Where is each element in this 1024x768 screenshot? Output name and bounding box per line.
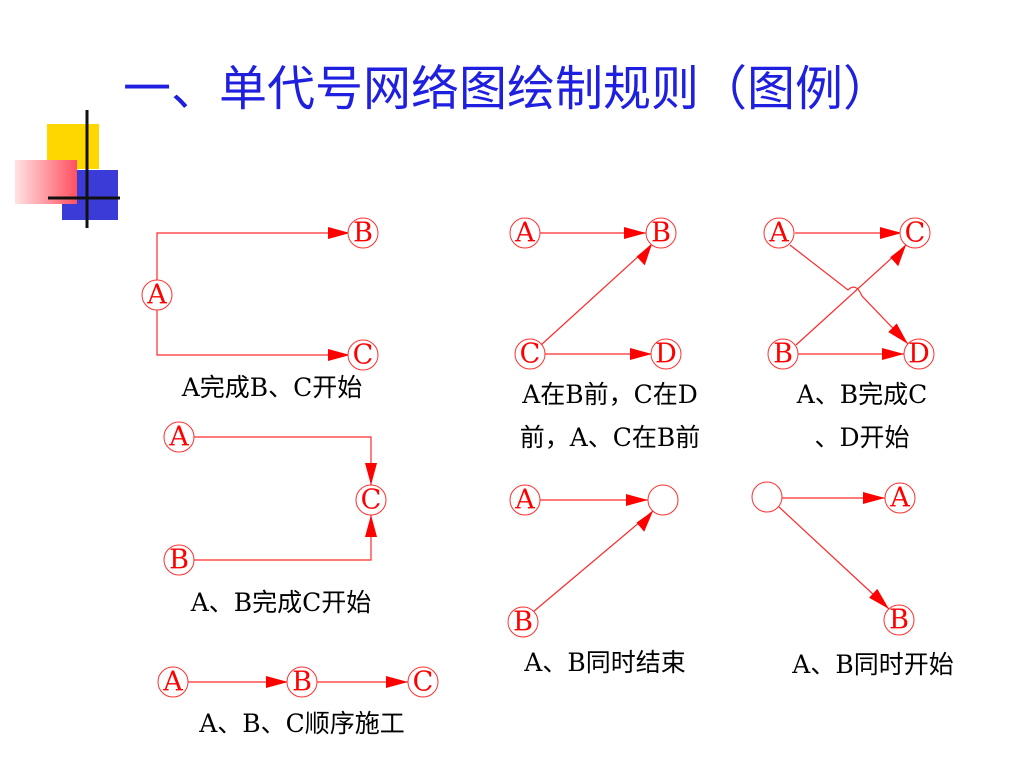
node-b-label: B bbox=[292, 667, 312, 698]
edge-c-to-b bbox=[540, 243, 653, 346]
arrowhead-a-to-c bbox=[880, 227, 902, 239]
diagram-caption-line-2: 、D开始 bbox=[814, 423, 909, 452]
node-b: B bbox=[645, 217, 677, 249]
diagram-caption-line-2: 前，A、C在B前 bbox=[520, 423, 701, 452]
node-b-label: B bbox=[513, 607, 533, 638]
node-b: B bbox=[767, 338, 799, 370]
page-title: 一、单代号网络图绘制规则（图例） bbox=[123, 61, 891, 117]
node-b: B bbox=[286, 666, 318, 698]
node-a-label: A bbox=[889, 483, 910, 514]
diagram-a-c-before-b: A B C D A在B前，C在D 前，A、C在B前 bbox=[509, 217, 701, 452]
node-c: C bbox=[347, 339, 379, 371]
node-c: C bbox=[514, 338, 546, 370]
edge-b-to-end bbox=[532, 510, 654, 613]
edge-start-to-b bbox=[778, 506, 890, 610]
node-c-label: C bbox=[361, 485, 382, 516]
edge-b-to-c bbox=[193, 515, 372, 561]
node-a-label: A bbox=[768, 218, 789, 249]
node-a-label: A bbox=[514, 485, 535, 516]
diagram-a-b-start-together: A B A、B同时开始 bbox=[751, 481, 954, 679]
diagram-caption: A、B、C顺序施工 bbox=[198, 709, 405, 738]
edge-a-to-b bbox=[156, 232, 350, 280]
diagram-a-before-b-c: A B C A完成B、C开始 bbox=[141, 217, 379, 402]
node-b-label: B bbox=[353, 218, 373, 249]
diagram-caption: A完成B、C开始 bbox=[181, 373, 363, 402]
edge-a-to-c bbox=[156, 310, 350, 356]
node-c: C bbox=[407, 666, 439, 698]
node-a-label: A bbox=[514, 218, 535, 249]
node-b-label: B bbox=[889, 605, 909, 636]
diagram-a-b-end-together: A B A、B同时结束 bbox=[507, 484, 686, 677]
edge-b-to-c bbox=[795, 244, 907, 346]
edge-a-to-c bbox=[193, 436, 372, 485]
node-a: A bbox=[763, 217, 795, 249]
node-a: A bbox=[509, 217, 541, 249]
node-b-label: B bbox=[651, 218, 671, 249]
node-b: B bbox=[347, 217, 379, 249]
arrowhead-b-to-d bbox=[882, 348, 904, 360]
arrowhead-start-to-b bbox=[869, 588, 889, 609]
node-d: D bbox=[650, 338, 682, 370]
node-b: B bbox=[507, 606, 539, 638]
node-a-label: A bbox=[146, 280, 167, 311]
arrowhead-b-to-c bbox=[365, 515, 377, 537]
arrowhead-c-to-d bbox=[630, 348, 652, 360]
node-b-label: B bbox=[169, 545, 189, 576]
diagram-caption: A、B完成C开始 bbox=[190, 588, 372, 617]
arrowhead-a-to-b bbox=[328, 227, 350, 239]
node-d-label: D bbox=[655, 339, 677, 370]
node-c-label: C bbox=[413, 667, 434, 698]
arrowhead-a-to-b bbox=[624, 227, 646, 239]
diagram-caption-line-1: A在B前，C在D bbox=[521, 380, 698, 409]
node-a-label: A bbox=[162, 667, 183, 698]
edge-a-to-d bbox=[789, 244, 909, 345]
arrowhead-a-to-c bbox=[365, 463, 377, 485]
node-a: A bbox=[157, 666, 189, 698]
arrowhead-a-to-end bbox=[626, 494, 648, 506]
node-d: D bbox=[903, 338, 935, 370]
node-d-label: D bbox=[908, 339, 930, 370]
arrowhead-b-to-end bbox=[636, 511, 653, 532]
node-c-label: C bbox=[905, 218, 926, 249]
node-c: C bbox=[355, 484, 387, 516]
node-b: B bbox=[163, 544, 195, 576]
node-a: A bbox=[884, 482, 916, 514]
diagram-a-b-before-c-d: A C B D A、B完成C 、D开始 bbox=[763, 217, 935, 452]
diagram-caption-line-1: A、B完成C bbox=[796, 380, 928, 409]
node-a-label: A bbox=[168, 422, 189, 453]
node-c-label: C bbox=[353, 340, 374, 371]
node-a: A bbox=[163, 421, 195, 453]
arrowhead-start-to-a bbox=[863, 492, 885, 504]
node-a: A bbox=[509, 484, 541, 516]
node-c: C bbox=[899, 217, 931, 249]
node-c-label: C bbox=[520, 339, 541, 370]
node-b: B bbox=[883, 604, 915, 636]
logo-decoration bbox=[15, 110, 120, 228]
node-b-label: B bbox=[773, 339, 793, 370]
arrowhead-b-to-c bbox=[890, 245, 906, 267]
diagram-a-b-before-c: A C B A、B完成C开始 bbox=[163, 421, 387, 617]
diagram-caption: A、B同时结束 bbox=[523, 648, 685, 677]
virtual-start-node bbox=[751, 481, 783, 513]
node-a: A bbox=[141, 279, 173, 311]
diagram-sequential: A B C A、B、C顺序施工 bbox=[157, 666, 439, 738]
arrowhead-b-to-c bbox=[386, 676, 408, 688]
arrowhead-c-to-b bbox=[636, 244, 652, 266]
diagram-caption: A、B同时开始 bbox=[791, 650, 953, 679]
virtual-end-node bbox=[647, 484, 679, 516]
arrowhead-a-to-d bbox=[888, 323, 908, 344]
arrowhead-a-to-b bbox=[266, 676, 288, 688]
arrowhead-a-to-c bbox=[328, 349, 350, 361]
